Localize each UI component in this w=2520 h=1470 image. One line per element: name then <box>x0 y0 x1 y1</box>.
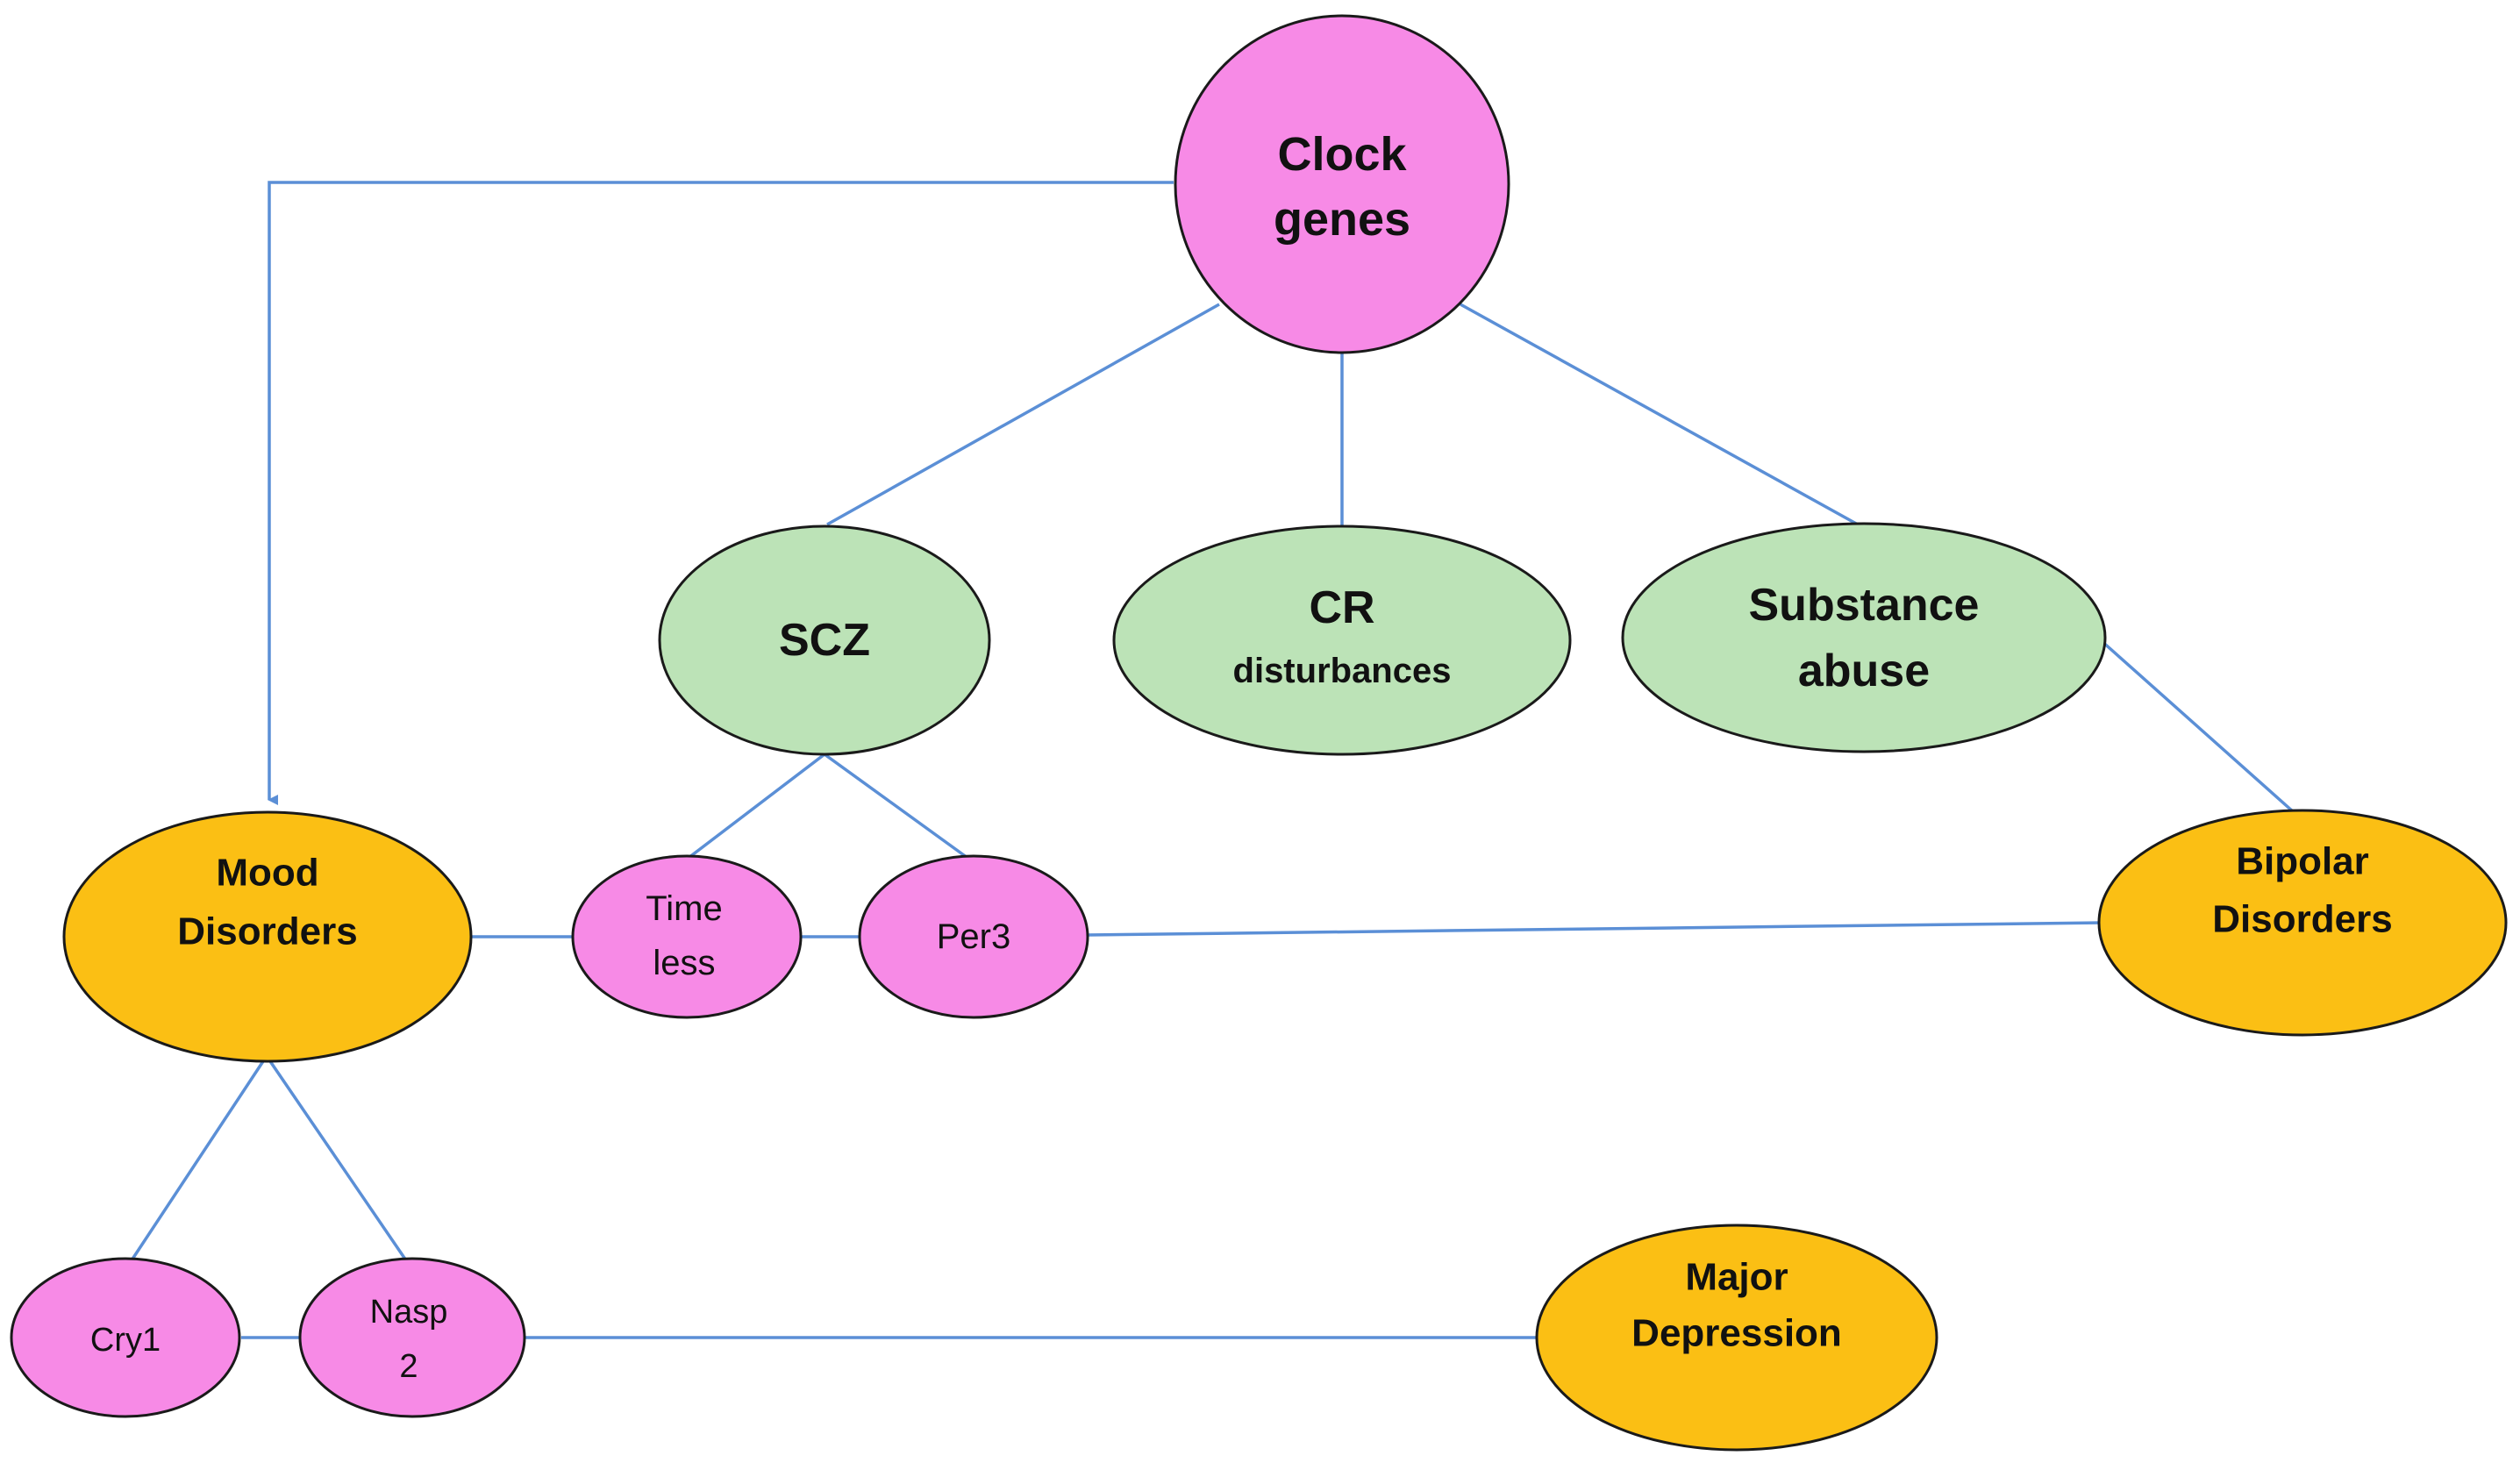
clock-genes-circle <box>1174 14 1510 354</box>
mood-label-line1: Mood <box>216 852 318 895</box>
node-nasp2: Nasp 2 <box>298 1257 526 1418</box>
node-scz: SCZ <box>658 524 991 756</box>
node-timeless: Time less <box>571 854 803 1019</box>
clock-genes-label-line2: genes <box>1274 193 1410 246</box>
cry1-label: Cry1 <box>90 1322 161 1359</box>
edge-mood-to-cry1 <box>128 1060 265 1264</box>
edge-scz-to-timeless <box>687 753 826 860</box>
node-mood-disorders: Mood Disorders <box>62 810 473 1063</box>
node-cry1: Cry1 <box>10 1257 241 1418</box>
bipolar-ellipse <box>2097 809 2508 1037</box>
scz-ellipse <box>658 524 991 756</box>
major-depression-label-line2: Depression <box>1631 1312 1842 1355</box>
cr-label-line1: CR <box>1309 582 1374 633</box>
edge-clock-genes-to-substance <box>1460 303 1859 526</box>
nasp2-label-line2: 2 <box>399 1348 418 1385</box>
timeless-label-line1: Time <box>646 889 722 928</box>
clock-genes-label-line1: Clock <box>1277 128 1407 181</box>
scz-label: SCZ <box>779 615 870 666</box>
bipolar-label-line2: Disorders <box>2212 898 2392 941</box>
bipolar-label-line1: Bipolar <box>2236 840 2369 883</box>
node-substance-abuse: Substance abuse <box>1621 522 2107 753</box>
cr-label-line2: disturbances <box>1233 652 1452 690</box>
edge-mood-to-nasp2 <box>268 1060 410 1264</box>
cr-ellipse <box>1112 524 1572 756</box>
edge-per3-to-bipolar <box>1087 921 2104 937</box>
major-depression-ellipse <box>1535 1224 1938 1452</box>
substance-ellipse <box>1621 522 2107 753</box>
node-per3: Per3 <box>858 854 1089 1019</box>
edge-clock-genes-to-mood-disorders <box>268 181 1174 805</box>
edge-substance-to-bipolar <box>2099 639 2295 814</box>
cry1-ellipse <box>10 1257 241 1418</box>
per3-label: Per3 <box>937 917 1011 956</box>
node-bipolar-disorders: Bipolar Disorders <box>2097 809 2508 1037</box>
nasp2-label-line1: Nasp <box>370 1294 448 1331</box>
timeless-label-line2: less <box>653 944 715 982</box>
nasp2-ellipse <box>298 1257 526 1418</box>
per3-ellipse <box>858 854 1089 1019</box>
mood-label-line2: Disorders <box>177 910 357 953</box>
node-major-depression: Major Depression <box>1535 1224 1938 1452</box>
timeless-ellipse <box>571 854 803 1019</box>
edge-scz-to-per3 <box>823 753 969 860</box>
node-clock-genes: Clock genes <box>1174 14 1510 354</box>
substance-label-line1: Substance <box>1749 580 1980 631</box>
node-cr-disturbances: CR disturbances <box>1112 524 1572 756</box>
major-depression-label-line1: Major <box>1685 1256 1788 1299</box>
edge-clock-genes-to-scz <box>826 303 1220 526</box>
edges <box>128 181 2295 1339</box>
mood-ellipse <box>62 810 473 1063</box>
substance-label-line2: abuse <box>1798 646 1930 696</box>
